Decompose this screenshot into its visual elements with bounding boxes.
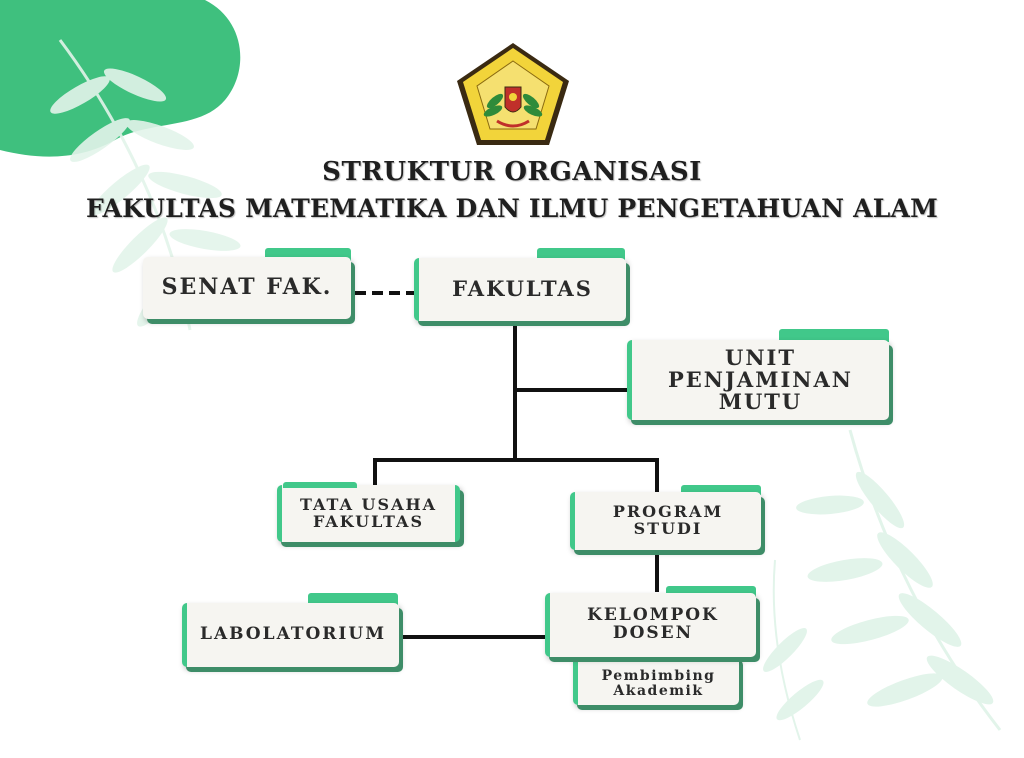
leaf-frond-right [763, 429, 1002, 741]
prodi-label-line-1: PROGRAM [612, 502, 724, 522]
kd-tab [666, 586, 756, 597]
prodi-label-line-2: STUDI [633, 519, 703, 538]
pa-label-line-1: Pembimbing [601, 668, 716, 685]
node-pembimbing-akademik: Pembimbing Akademik [573, 655, 739, 705]
node-fakultas: FAKULTAS [414, 258, 626, 321]
upm-label-line-3: MUTU [718, 389, 803, 415]
lab-label: LABOLATORIUM [199, 624, 387, 645]
node-program-studi: PROGRAM STUDI [570, 492, 761, 550]
fakultas-tab [537, 248, 625, 261]
university-logo [457, 43, 569, 145]
kd-label-line-2: DOSEN [612, 623, 694, 643]
lab-tab [308, 593, 398, 606]
upm-label-line-1: UNIT [725, 344, 796, 370]
tu-tab [283, 482, 357, 488]
node-senat-fakultas: SENAT FAK. [143, 257, 351, 319]
node-tata-usaha-fakultas: TATA USAHA FAKULTAS [277, 485, 460, 542]
fakultas-label: FAKULTAS [452, 276, 593, 302]
pa-label-line-2: Akademik [613, 683, 704, 699]
senat-label: SENAT FAK. [161, 274, 333, 301]
upm-tab [779, 329, 889, 342]
upm-label-line-2: PENJAMINAN [668, 366, 853, 392]
title-line-1: STRUKTUR ORGANISASI [322, 157, 702, 187]
title-line-2: FAKULTAS MATEMATIKA DAN ILMU PENGETAHUAN… [86, 194, 938, 223]
node-kelompok-dosen: KELOMPOK DOSEN [545, 593, 756, 657]
node-unit-penjaminan-mutu: UNIT PENJAMINAN MUTU [627, 340, 889, 420]
tu-label-line-1: TATA USAHA [299, 494, 438, 514]
node-labolatorium: LABOLATORIUM [182, 603, 399, 667]
prodi-tab [681, 485, 761, 495]
tu-label-line-2: FAKULTAS [312, 511, 425, 531]
kd-label-line-1: KELOMPOK [587, 605, 719, 626]
